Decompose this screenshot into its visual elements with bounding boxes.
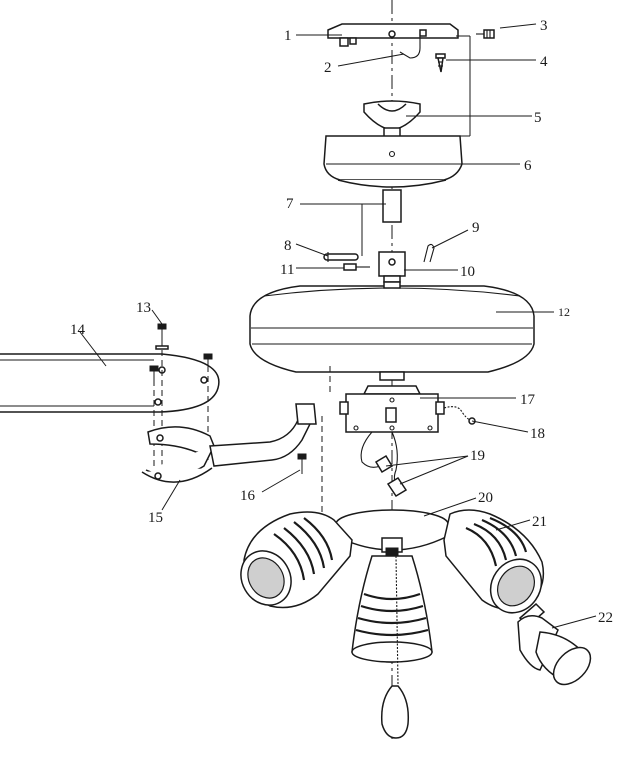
wire-connectors: [360, 431, 408, 498]
wood-screw: [435, 53, 446, 73]
callout-19: 19: [470, 448, 485, 464]
motor-housing: [249, 281, 535, 381]
callout-7: 7: [286, 196, 294, 212]
callout-22: 22: [598, 610, 613, 626]
bracket-screw: [297, 453, 307, 474]
callout-16: 16: [240, 488, 256, 504]
callout-labels: 1 2 3 4 5 6 7 8 9 10 11 12 13 14 15 16 1…: [70, 18, 613, 626]
callout-10: 10: [460, 264, 475, 280]
callout-20: 20: [478, 490, 493, 506]
callout-6: 6: [524, 158, 532, 174]
downrod-coupling: [378, 251, 406, 283]
callout-14: 14: [70, 322, 86, 338]
callout-15: 15: [148, 510, 163, 526]
callout-21: 21: [532, 514, 547, 530]
light-kit-hub: [317, 509, 449, 557]
mounting-screw: [476, 29, 495, 39]
mounting-bracket: [327, 23, 459, 47]
callout-12: 12: [558, 305, 570, 319]
gu10-bulb: [517, 602, 592, 686]
callout-11: 11: [280, 262, 294, 278]
callout-5: 5: [534, 110, 542, 126]
callout-4: 4: [540, 54, 548, 70]
leader-lines: [79, 23, 597, 629]
callout-17: 17: [520, 392, 536, 408]
callout-8: 8: [284, 238, 292, 254]
light-shade-right: [443, 509, 545, 614]
retaining-clip: [423, 243, 435, 263]
callout-1: 1: [284, 28, 292, 44]
callout-3: 3: [540, 18, 548, 34]
set-screw: [343, 263, 370, 271]
callout-2: 2: [324, 60, 332, 76]
pull-chain: [443, 406, 471, 421]
switch-housing: [339, 385, 445, 433]
hanging-hook: [399, 36, 421, 59]
cross-pin: [323, 252, 359, 262]
light-shade-center: [351, 555, 433, 685]
callout-9: 9: [472, 220, 480, 236]
light-shade-left: [240, 511, 353, 609]
pull-chain-fob: [380, 685, 410, 739]
fan-blade: [0, 353, 220, 413]
callout-13: 13: [136, 300, 151, 316]
downrod: [382, 189, 402, 223]
canopy: [323, 135, 463, 188]
callout-18: 18: [530, 426, 545, 442]
hanger-ball: [363, 100, 421, 141]
blade-bracket: [141, 403, 317, 483]
